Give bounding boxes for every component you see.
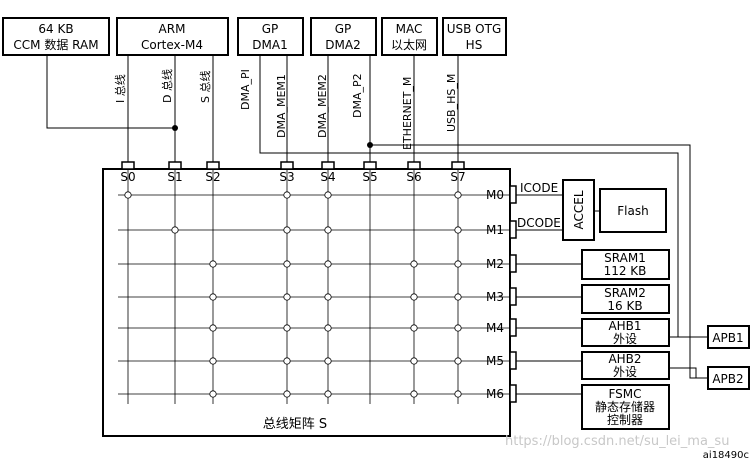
port-m3: M3 xyxy=(486,290,504,304)
svg-text:FSMC: FSMC xyxy=(608,387,641,401)
bus-label-dma-mem2: DMA_MEM2 xyxy=(316,74,329,138)
master-ports: M0 M1 M2 M3 M4 M5 M6 xyxy=(486,185,517,403)
bus-matrix xyxy=(102,168,511,437)
svg-text:16 KB: 16 KB xyxy=(607,299,642,313)
svg-text:SRAM1: SRAM1 xyxy=(604,251,646,265)
svg-text:APB2: APB2 xyxy=(712,372,743,386)
watermark: https://blog.csdn.net/su_lei_ma_su xyxy=(505,434,729,449)
svg-text:CCM 数据 RAM: CCM 数据 RAM xyxy=(13,37,98,52)
port-s3: S3 xyxy=(279,170,294,184)
bus-label-dma-pi: DMA_PI xyxy=(239,69,252,110)
port-s1: S1 xyxy=(167,170,182,184)
slave-connections xyxy=(516,194,708,395)
bus-label-i: I 总线 xyxy=(113,74,127,103)
master-usb-otg-hs: USB OTG HS xyxy=(442,17,507,56)
svg-text:ACCEL: ACCEL xyxy=(572,190,586,229)
bus-label-ethernet-m: ETHERNET_M xyxy=(401,77,414,150)
sram1-block: SRAM1 112 KB xyxy=(581,249,670,280)
svg-text:GP: GP xyxy=(335,22,352,36)
master-gp-dma1: GP DMA1 xyxy=(237,17,304,56)
port-s6: S6 xyxy=(406,170,421,184)
svg-text:AHB1: AHB1 xyxy=(608,319,641,333)
svg-text:DMA2: DMA2 xyxy=(325,38,360,52)
svg-text:Flash: Flash xyxy=(617,204,648,218)
svg-text:外设: 外设 xyxy=(613,365,637,379)
svg-text:以太网: 以太网 xyxy=(391,37,427,52)
bus-label-dma-p2: DMA_P2 xyxy=(351,73,364,118)
svg-text:HS: HS xyxy=(466,38,483,52)
svg-text:SRAM2: SRAM2 xyxy=(604,286,646,300)
svg-text:64 KB: 64 KB xyxy=(38,22,73,36)
port-s2: S2 xyxy=(205,170,220,184)
port-m1: M1 xyxy=(486,223,504,237)
flash-block: Flash xyxy=(599,188,667,233)
svg-text:GP: GP xyxy=(262,22,279,36)
fsmc-block: FSMC 静态存储器 控制器 xyxy=(581,384,670,430)
matrix-grid xyxy=(118,169,510,404)
port-m4: M4 xyxy=(486,321,504,335)
svg-text:控制器: 控制器 xyxy=(607,413,643,427)
svg-text:USB OTG: USB OTG xyxy=(447,22,502,36)
dcode-label: DCODE xyxy=(517,216,561,230)
master-ccm-ram: 64 KB CCM 数据 RAM xyxy=(2,17,110,56)
port-m6: M6 xyxy=(486,387,504,401)
master-mac-ethernet: MAC 以太网 xyxy=(381,17,438,56)
port-s4: S4 xyxy=(320,170,335,184)
svg-text:Cortex-M4: Cortex-M4 xyxy=(141,38,203,52)
svg-text:AHB2: AHB2 xyxy=(608,352,641,366)
bus-label-usb-hs-m: USB_HS_M xyxy=(445,74,458,132)
bus-label-d: D 总线 xyxy=(160,69,174,103)
ahb2-block: AHB2 外设 xyxy=(581,351,670,380)
apb2-block: APB2 xyxy=(707,366,750,390)
master-gp-dma2: GP DMA2 xyxy=(310,17,377,56)
bus-label-dma-mem1: DMA_MEM1 xyxy=(275,74,288,138)
figure-id: ai18490c xyxy=(703,450,749,461)
ahb1-block: AHB1 外设 xyxy=(581,318,670,347)
bus-labels: I 总线 D 总线 S 总线 DMA_PI DMA_MEM1 DMA_MEM2 … xyxy=(113,69,458,150)
svg-text:ARM: ARM xyxy=(159,22,186,36)
icode-label: ICODE xyxy=(520,181,558,195)
bus-label-s: S 总线 xyxy=(198,71,212,103)
apb1-block: APB1 xyxy=(707,325,750,349)
port-m0: M0 xyxy=(486,188,504,202)
svg-text:外设: 外设 xyxy=(613,332,637,346)
port-s0: S0 xyxy=(120,170,135,184)
port-s7: S7 xyxy=(450,170,465,184)
master-arm-cortex-m4: ARM Cortex-M4 xyxy=(116,17,229,56)
svg-text:MAC: MAC xyxy=(396,22,423,36)
svg-text:APB1: APB1 xyxy=(712,331,743,345)
svg-text:112 KB: 112 KB xyxy=(604,264,647,278)
matrix-label: 总线矩阵 S xyxy=(263,417,327,432)
accel-block: ACCEL xyxy=(562,179,595,241)
svg-text:静态存储器: 静态存储器 xyxy=(595,399,655,414)
slave-ports: S0 S1 S2 S3 S4 S5 S6 S7 xyxy=(120,161,466,184)
sram2-block: SRAM2 16 KB xyxy=(581,284,670,314)
port-m5: M5 xyxy=(486,354,504,368)
port-s5: S5 xyxy=(362,170,377,184)
port-m2: M2 xyxy=(486,257,504,271)
svg-text:DMA1: DMA1 xyxy=(252,38,287,52)
matrix-nodes xyxy=(124,191,462,398)
